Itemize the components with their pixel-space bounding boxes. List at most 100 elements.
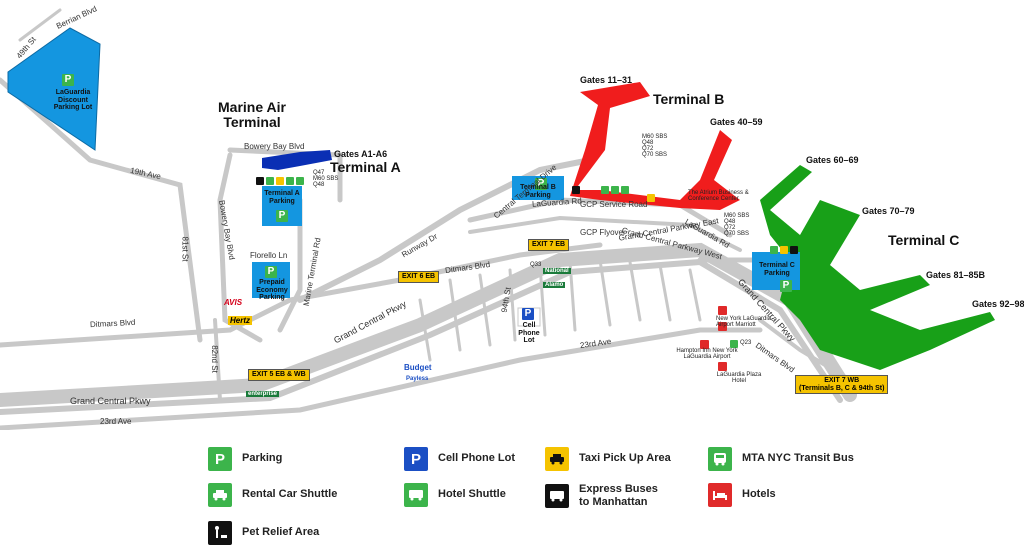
bus-route: Q70 SBS [642, 152, 668, 158]
hertz-logo: Hertz [228, 316, 253, 325]
bus-route: Q72 [642, 146, 654, 152]
81st-st-label: 81st St [180, 236, 190, 262]
legend-cell-phone: P Cell Phone Lot [404, 447, 515, 471]
terminal-c-parking-lot [752, 252, 800, 290]
bowery-bay-blvd-top-label: Bowery Bay Blvd [244, 142, 305, 151]
legend-taxi-label: Taxi Pick Up Area [579, 452, 671, 465]
legend-parking-label: Parking [242, 452, 283, 465]
terminal-b-gates-1: Gates 11–31 [580, 75, 633, 85]
legend-parking: P Parking [208, 447, 282, 471]
terminal-c-parking-label: Terminal C Parking [759, 262, 795, 277]
bus-route: Q47 [313, 170, 325, 176]
legend-mta: MTA NYC Transit Bus [708, 447, 854, 471]
legend-mta-label: MTA NYC Transit Bus [742, 452, 854, 465]
terminal-c-gates-1: Gates 60–69 [806, 155, 859, 165]
bus-route: Q48 [724, 219, 736, 225]
bus-icon [708, 447, 732, 471]
enterprise-logo: enterprise [246, 391, 280, 397]
parking-icon: P [62, 74, 74, 86]
hotel-shuttle-icon [296, 177, 304, 185]
hotel-shuttle-icon [611, 186, 619, 194]
terminal-c-gates-4: Gates 92–98 [972, 299, 1024, 309]
discount-parking-label: LaGuardia Discount Parking Lot [53, 89, 93, 112]
terminal-a-gates: Gates A1-A6 [334, 149, 388, 159]
car-icon [208, 483, 232, 507]
bus-route: Q48 [313, 182, 325, 188]
pet-relief-icon [572, 186, 580, 194]
marine-air-line1: Marine Air [218, 99, 286, 115]
terminal-a-label: Terminal A [330, 159, 401, 175]
exit-5-sign: EXIT 5 EB & WB [248, 369, 310, 381]
terminal-b-label: Terminal B [653, 91, 725, 107]
avis-logo: AVIS [224, 298, 243, 307]
cell-phone-lot-label: Cell Phone Lot [518, 322, 540, 345]
map-legend: P Parking Rental Car Shuttle Pet Relief … [0, 440, 1024, 560]
hotel-icon [718, 306, 727, 315]
terminal-c-bus-routes: M60 SBS Q48 Q72 Q70 SBS [724, 213, 749, 237]
hotel-bus-route: Q23 [740, 340, 752, 346]
bus-route: Q70 SBS [724, 231, 750, 237]
ditmars-bus-route: Q33 [530, 262, 542, 268]
exit-7wb-line2: (Terminals B, C & 94th St) [799, 384, 885, 392]
legend-express-line2: to Manhattan [579, 496, 648, 509]
hotel-icon [718, 322, 727, 331]
payless-logo: Payless [406, 376, 429, 382]
bus-route: M60 SBS [642, 134, 668, 140]
terminal-a-parking-label: Terminal A Parking [264, 190, 300, 205]
express-bus-icon [545, 484, 569, 509]
atrium-label: The Atrium Business & Conference Center [688, 190, 749, 202]
mta-bus-icon [601, 186, 609, 194]
82nd-st-label: 82nd St [209, 345, 219, 373]
legend-hotels-label: Hotels [742, 488, 776, 501]
rental-shuttle-icon [286, 177, 294, 185]
budget-logo: Budget [404, 363, 432, 372]
gcp-flyover-label: GCP Flyover [580, 228, 626, 237]
alamo-logo: Alamo [543, 282, 566, 288]
legend-pet-label: Pet Relief Area [242, 526, 320, 539]
express-bus-icon [790, 246, 798, 254]
terminal-c-gates-2: Gates 70–79 [862, 206, 915, 216]
pet-icon [208, 521, 232, 545]
pet-relief-icon [256, 177, 264, 185]
terminal-c-label: Terminal C [888, 232, 960, 248]
parking-icon: P [276, 210, 288, 222]
hotel-icon [708, 483, 732, 507]
taxi-icon [647, 194, 655, 202]
mta-bus-icon [730, 340, 738, 348]
hotel-icon [700, 340, 709, 349]
parking-icon: P [780, 280, 792, 292]
legend-pet: Pet Relief Area [208, 521, 319, 545]
taxi-icon [545, 447, 569, 471]
legend-rental: Rental Car Shuttle [208, 483, 337, 507]
hotel-icon [718, 362, 727, 371]
parking-icon: P [208, 447, 232, 471]
marine-air-line2: Terminal [223, 113, 281, 130]
terminal-a-building [262, 150, 332, 170]
terminal-a-bus-routes: Q47 M60 SBS Q48 [313, 170, 338, 188]
bus-route: M60 SBS [313, 176, 339, 182]
terminal-c-building [760, 165, 995, 370]
legend-hotels: Hotels [708, 483, 776, 507]
terminal-b-bus-routes: M60 SBS Q48 Q72 Q70 SBS [642, 134, 667, 158]
florello-ln-label: Florello Ln [250, 251, 288, 260]
23rd-ave-left-label: 23rd Ave [100, 417, 132, 426]
parking-icon: P [535, 178, 547, 190]
marriott-label: New York LaGuardia Airport Marriott [716, 316, 772, 328]
taxi-icon [780, 246, 788, 254]
parking-icon: P [265, 266, 277, 278]
gcp-service-road-label: GCP Service Road [580, 200, 648, 209]
legend-taxi: Taxi Pick Up Area [545, 447, 671, 471]
legend-express-label: Express Buses to Manhattan [579, 483, 658, 509]
cell-phone-lot-icon: P [522, 308, 534, 320]
bus-route: Q48 [642, 140, 654, 146]
terminal-c-gates-3: Gates 81–85B [926, 270, 986, 280]
terminal-b-parking-label: Terminal B Parking [520, 184, 556, 199]
bus-route: Q72 [724, 225, 736, 231]
legend-express: Express Buses to Manhattan [545, 483, 658, 509]
legend-express-line1: Express Buses [579, 483, 658, 495]
exit-7eb-sign: EXIT 7 EB [528, 239, 570, 251]
airport-map[interactable]: P P P P P P LaGuardia Discount Parking L… [0, 0, 1024, 430]
map-canvas [0, 8, 995, 430]
hampton-label: Hampton Inn New York LaGuardia Airport [676, 348, 738, 360]
exit-7wb-line1: EXIT 7 WB [824, 377, 860, 384]
